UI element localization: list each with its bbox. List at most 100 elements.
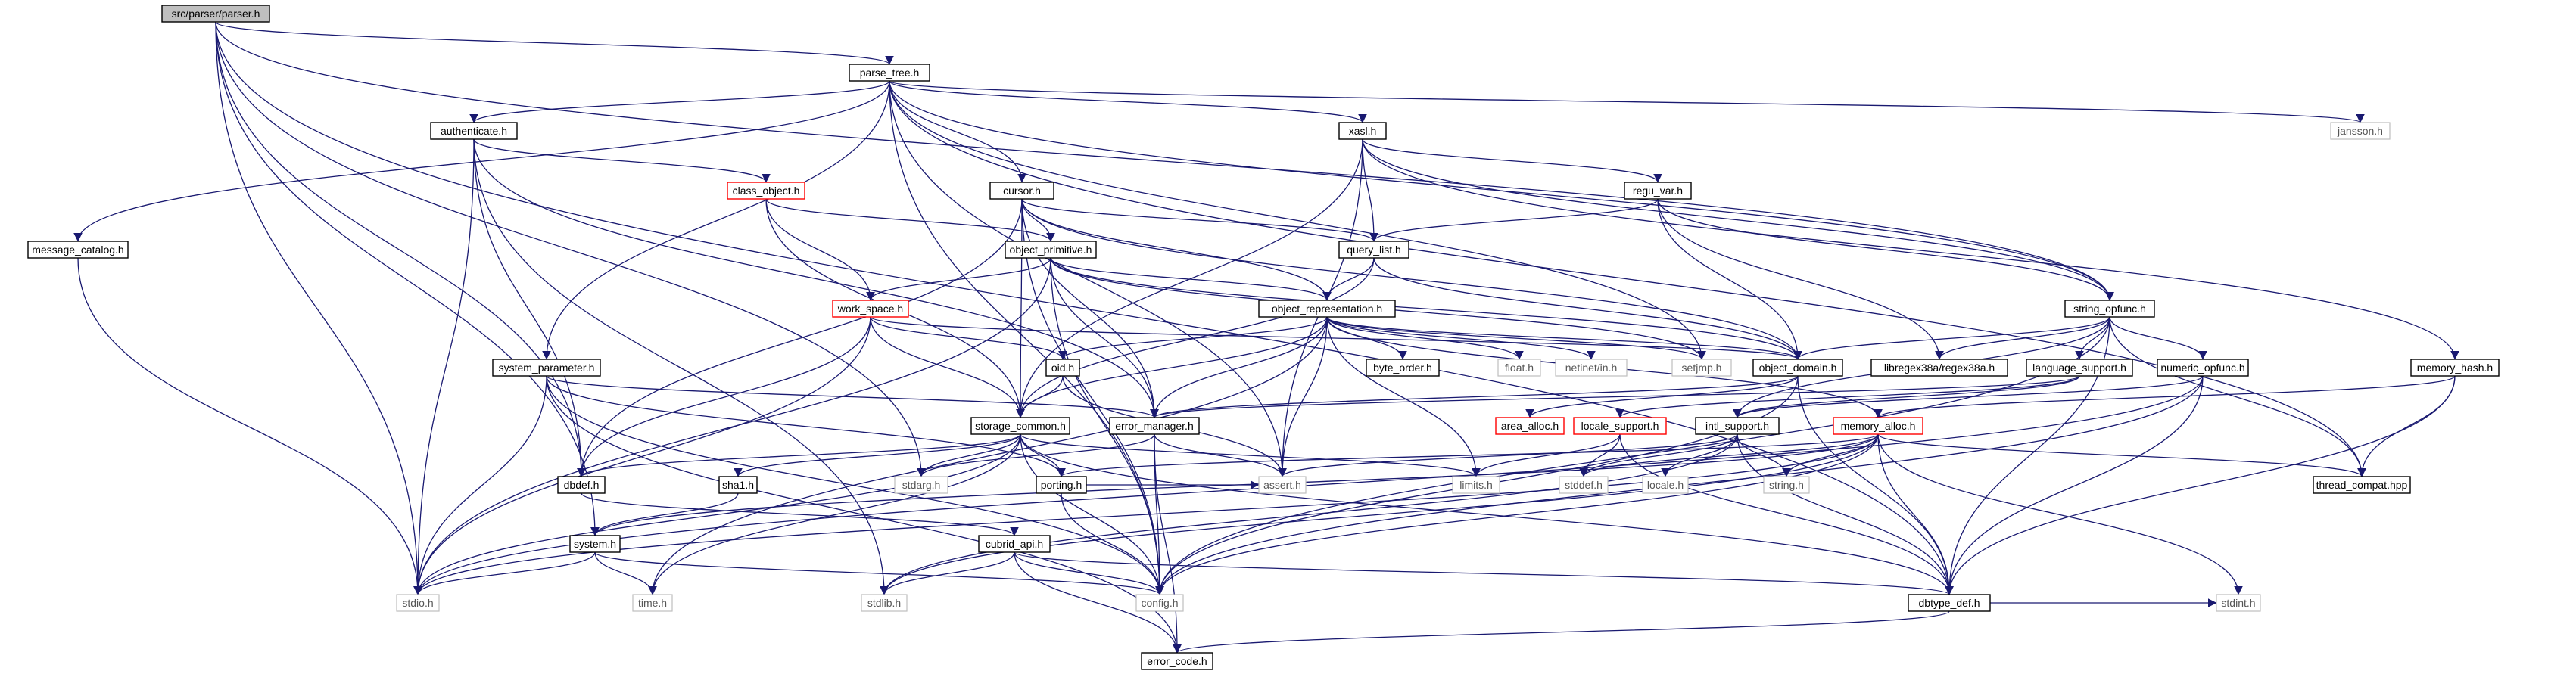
node-porting[interactable]: porting.h xyxy=(1036,476,1087,494)
edge-error_manager-to-assert xyxy=(1154,433,1287,477)
node-label: config.h xyxy=(1141,597,1178,609)
node-root[interactable]: src/parser/parser.h xyxy=(161,5,270,23)
node-label: setjmp.h xyxy=(1682,362,1722,374)
node-sha1[interactable]: sha1.h xyxy=(718,476,758,494)
edge-cubrid_api-to-stdlib xyxy=(880,551,1015,595)
node-netinet-in[interactable]: netinet/in.h xyxy=(1555,359,1628,377)
node-stdint[interactable]: stdint.h xyxy=(2216,594,2261,612)
node-work-space[interactable]: work_space.h xyxy=(832,300,909,318)
edge-language_support-to-locale_support xyxy=(1615,375,2080,418)
node-class-object[interactable]: class_object.h xyxy=(727,182,805,200)
edge-regu_var-to-query_list xyxy=(1369,198,1659,242)
node-byte-order[interactable]: byte_order.h xyxy=(1366,359,1440,377)
node-query-list[interactable]: query_list.h xyxy=(1338,241,1409,259)
node-box xyxy=(2410,359,2500,377)
node-box xyxy=(1555,359,1628,377)
edge-parse_tree-to-cursor xyxy=(889,80,1026,183)
edge-authenticate-to-dbdef xyxy=(473,138,586,477)
node-dbtype-def[interactable]: dbtype_def.h xyxy=(1908,594,1991,612)
node-parse-tree[interactable]: parse_tree.h xyxy=(849,64,930,82)
node-storage-common[interactable]: storage_common.h xyxy=(970,417,1070,435)
node-error-code[interactable]: error_code.h xyxy=(1141,652,1213,670)
edge-cursor-to-config xyxy=(1021,198,1164,595)
node-setjmp[interactable]: setjmp.h xyxy=(1671,359,1732,377)
node-xasl[interactable]: xasl.h xyxy=(1338,122,1387,140)
node-thread-compat[interactable]: thread_compat.hpp xyxy=(2313,476,2411,494)
node-label: float.h xyxy=(1505,362,1534,374)
node-dbdef[interactable]: dbdef.h xyxy=(557,476,606,494)
node-area-alloc[interactable]: area_alloc.h xyxy=(1495,417,1565,435)
edge-system-to-time xyxy=(594,551,657,595)
node-object-domain[interactable]: object_domain.h xyxy=(1752,359,1843,377)
node-authenticate[interactable]: authenticate.h xyxy=(430,122,518,140)
node-system-parameter[interactable]: system_parameter.h xyxy=(492,359,601,377)
node-label: limits.h xyxy=(1459,479,1493,491)
edge-error_manager-to-error_code xyxy=(1154,433,1182,654)
edge-memory_hash-to-thread_compat xyxy=(2357,375,2456,477)
node-libregex[interactable]: libregex38a/regex38a.h xyxy=(1870,359,2008,377)
node-box xyxy=(1452,476,1500,494)
node-box xyxy=(1559,476,1609,494)
node-assert[interactable]: assert.h xyxy=(1258,476,1307,494)
node-box xyxy=(2026,359,2133,377)
edge-authenticate-to-stdio xyxy=(413,138,475,595)
node-object-representation[interactable]: object_representation.h xyxy=(1258,300,1396,318)
node-stdio[interactable]: stdio.h xyxy=(396,594,440,612)
edge-string_opfunc-to-dbtype_def xyxy=(1945,316,2110,595)
node-box xyxy=(2157,359,2249,377)
edge-work_space-to-oid xyxy=(870,316,1067,360)
node-numeric-opfunc[interactable]: numeric_opfunc.h xyxy=(2157,359,2249,377)
edge-authenticate-to-class_object xyxy=(473,138,771,183)
edge-string_opfunc-to-thread_compat xyxy=(2109,316,2366,477)
node-memory-alloc[interactable]: memory_alloc.h xyxy=(1833,417,1923,435)
node-stddef[interactable]: stddef.h xyxy=(1559,476,1609,494)
node-stdlib[interactable]: stdlib.h xyxy=(861,594,908,612)
node-label: stdint.h xyxy=(2221,597,2255,609)
node-box xyxy=(2064,300,2155,318)
node-label: system_parameter.h xyxy=(499,362,595,374)
edge-locale_support-to-dbtype_def xyxy=(1619,433,1954,595)
node-memory-hash[interactable]: memory_hash.h xyxy=(2410,359,2500,377)
node-config[interactable]: config.h xyxy=(1135,594,1184,612)
node-string[interactable]: string.h xyxy=(1763,476,1810,494)
node-cubrid-api[interactable]: cubrid_api.h xyxy=(978,535,1051,553)
node-time[interactable]: time.h xyxy=(632,594,673,612)
node-intl-support[interactable]: intl_support.h xyxy=(1695,417,1780,435)
node-box xyxy=(2313,476,2411,494)
node-locale[interactable]: locale.h xyxy=(1642,476,1689,494)
node-message-catalog[interactable]: message_catalog.h xyxy=(27,241,129,259)
node-label: stdarg.h xyxy=(902,479,941,491)
node-system[interactable]: system.h xyxy=(569,535,621,553)
node-label: intl_support.h xyxy=(1705,420,1769,432)
node-label: thread_compat.hpp xyxy=(2316,479,2408,491)
node-float[interactable]: float.h xyxy=(1497,359,1541,377)
node-box xyxy=(1833,417,1923,435)
node-language-support[interactable]: language_support.h xyxy=(2026,359,2133,377)
node-box xyxy=(1109,417,1200,435)
node-label: libregex38a/regex38a.h xyxy=(1884,362,1995,374)
node-string-opfunc[interactable]: string_opfunc.h xyxy=(2064,300,2155,318)
node-label: object_representation.h xyxy=(1272,303,1382,315)
node-cursor[interactable]: cursor.h xyxy=(989,182,1054,200)
node-regu-var[interactable]: regu_var.h xyxy=(1624,182,1692,200)
node-error-manager[interactable]: error_manager.h xyxy=(1109,417,1200,435)
node-limits[interactable]: limits.h xyxy=(1452,476,1500,494)
edge-memory_alloc-to-config xyxy=(1155,433,1879,595)
node-box xyxy=(1036,476,1087,494)
node-jansson[interactable]: jansson.h xyxy=(2330,122,2391,140)
graph-edges xyxy=(73,21,2459,654)
edge-numeric_opfunc-to-intl_support xyxy=(1733,375,2204,418)
node-label: cubrid_api.h xyxy=(986,538,1043,550)
node-object-primitive[interactable]: object_primitive.h xyxy=(1005,241,1097,259)
edge-class_object-to-object_primitive xyxy=(765,198,1055,242)
node-oid[interactable]: oid.h xyxy=(1045,359,1080,377)
node-stdarg[interactable]: stdarg.h xyxy=(894,476,948,494)
edge-query_list-to-object_representation xyxy=(1322,257,1375,301)
node-box xyxy=(1495,417,1565,435)
edge-intl_support-to-assert xyxy=(1278,433,1738,477)
node-box xyxy=(430,122,518,140)
node-label: cursor.h xyxy=(1003,185,1041,197)
node-locale-support[interactable]: locale_support.h xyxy=(1573,417,1667,435)
edge-regu_var-to-libregex xyxy=(1657,198,1944,360)
